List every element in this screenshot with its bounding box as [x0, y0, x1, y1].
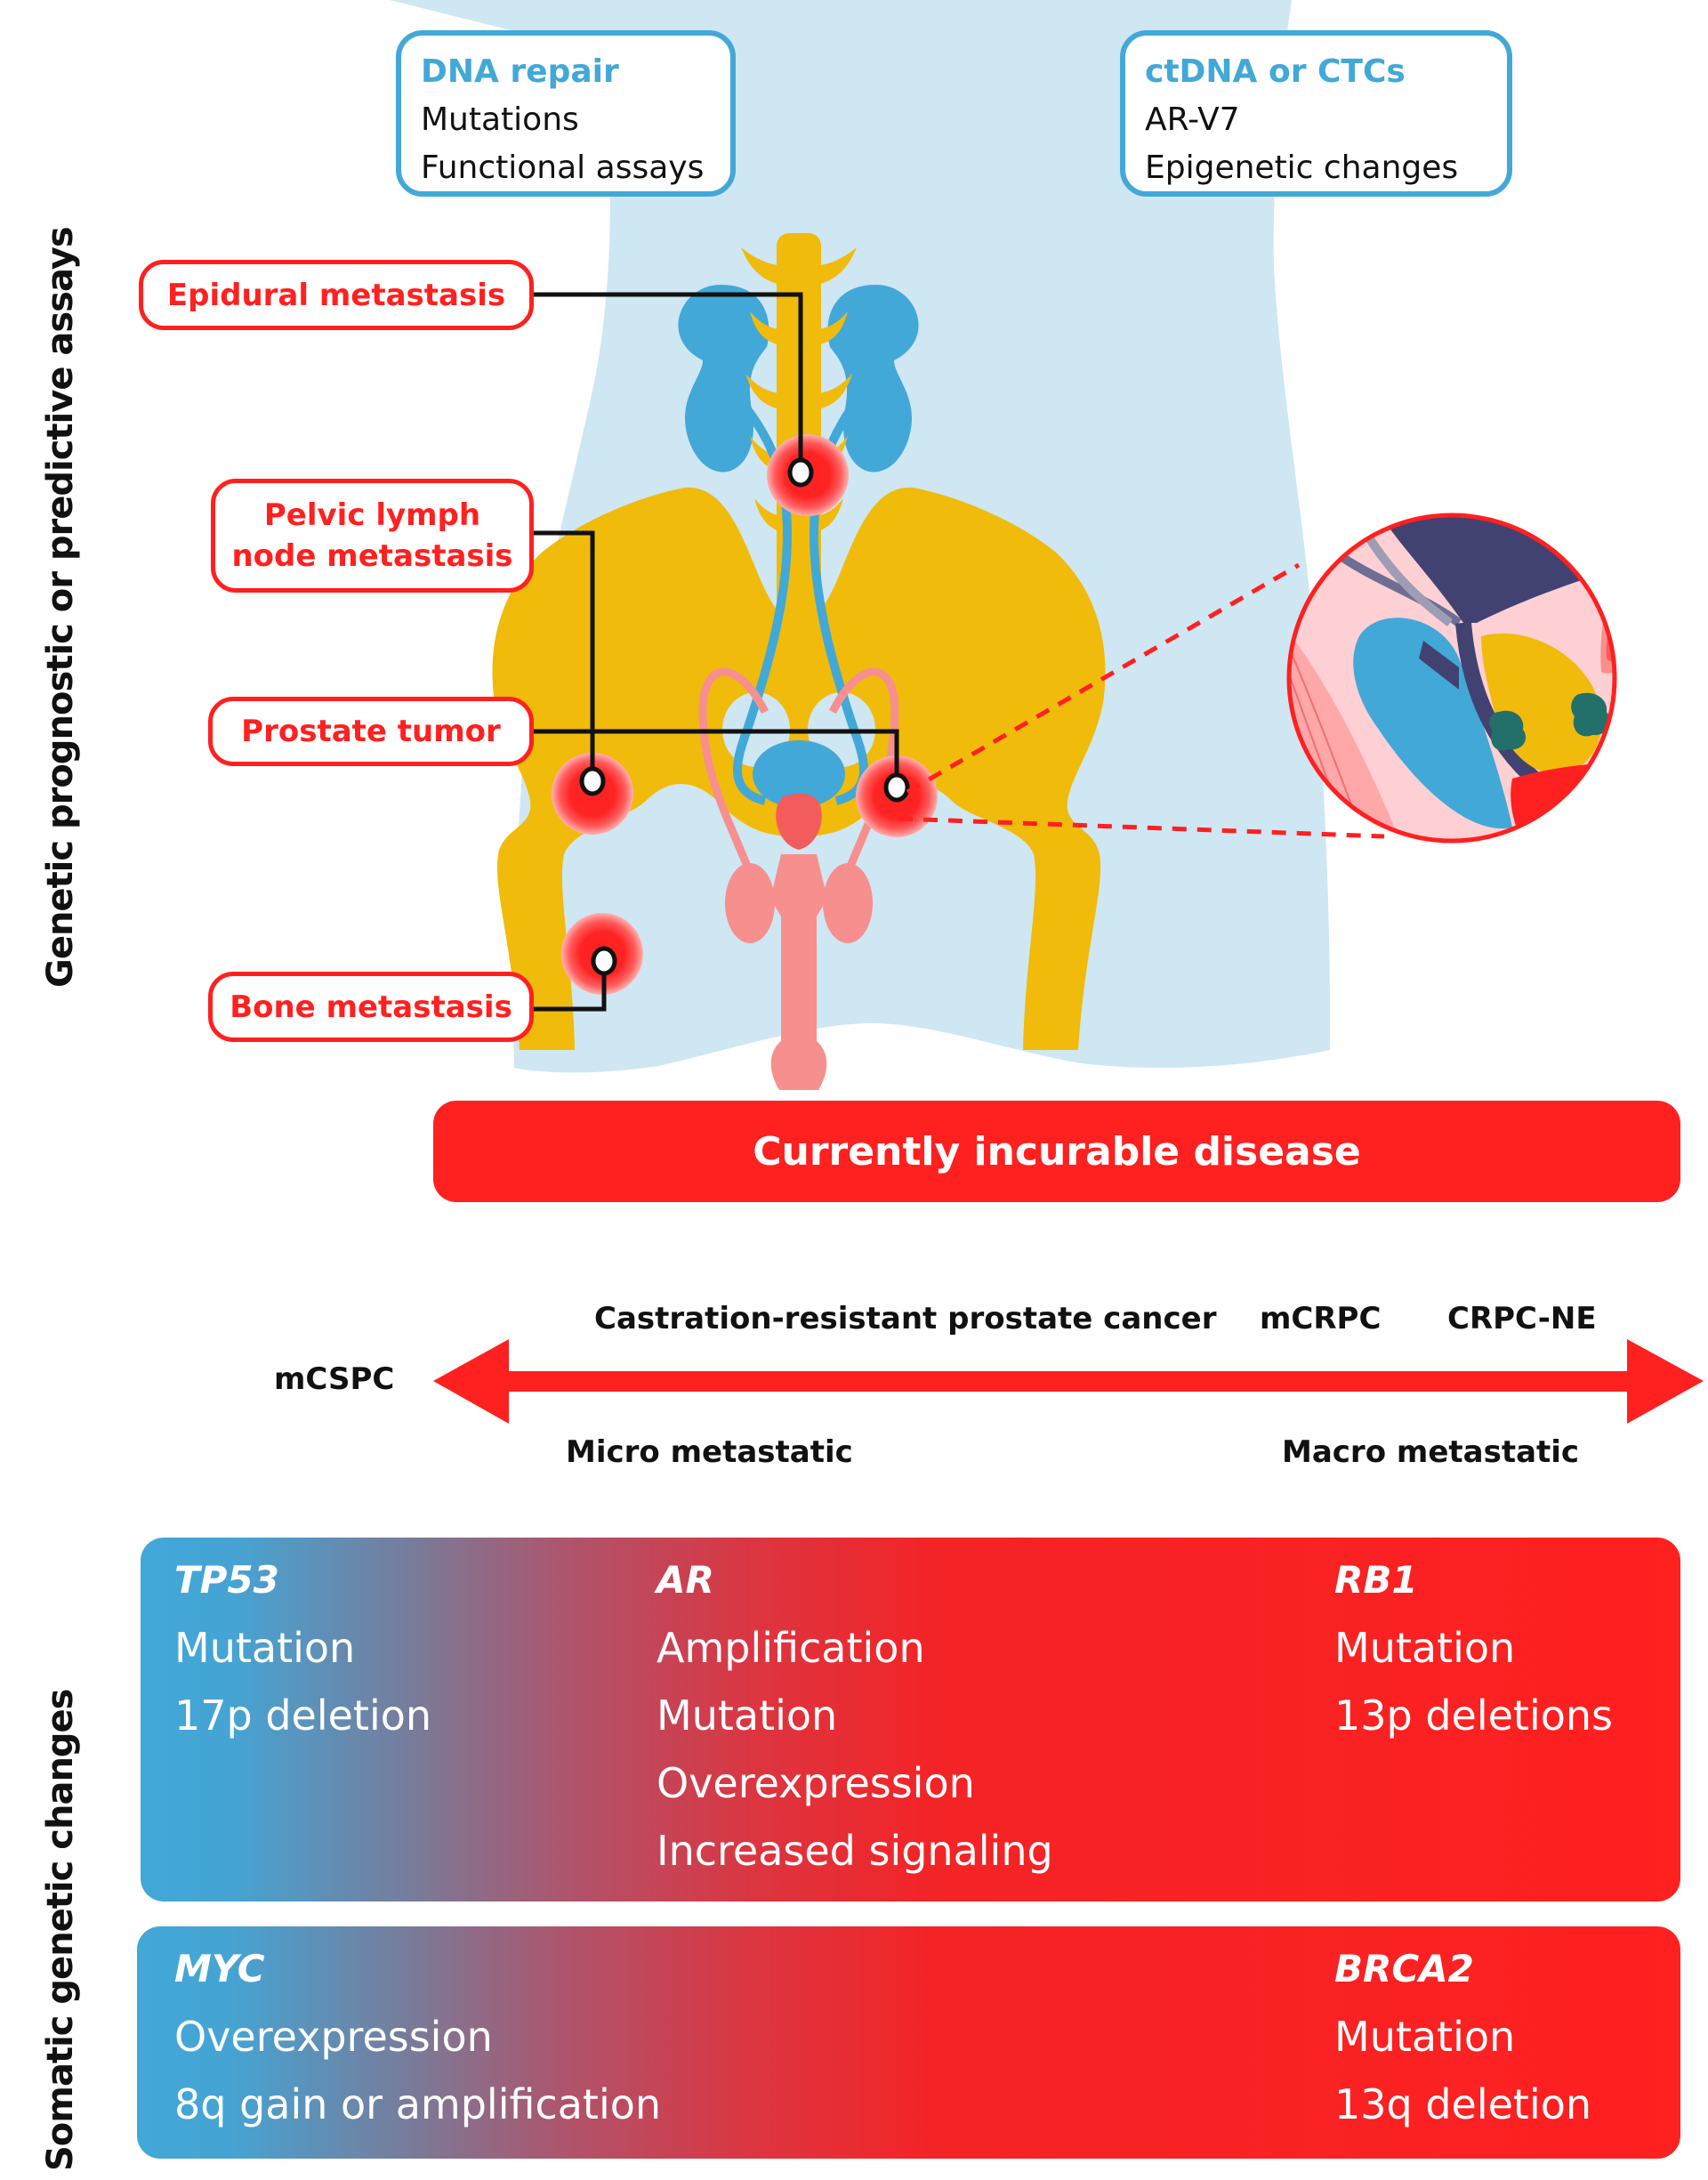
magnify-guide-lines [898, 562, 1385, 839]
gene-column-myc: MYC Overexpression 8q gain or amplificat… [174, 1935, 661, 2138]
stage-label-crpc-ne: CRPC-NE [1447, 1301, 1597, 1336]
gene-name: TP53 [174, 1558, 279, 1602]
gene-name: AR [657, 1558, 714, 1602]
gene-name: BRCA2 [1334, 1947, 1474, 1990]
stage-label-micro: Micro metastatic [566, 1434, 853, 1470]
site-label-bone: Bone metastasis [208, 972, 534, 1042]
vas-deferens-icon [698, 667, 899, 892]
gene-change: Overexpression [174, 2013, 493, 2061]
assay-line: AR-V7 [1145, 101, 1240, 138]
site-label-text: Prostate tumor [241, 714, 501, 749]
penis-icon [770, 854, 827, 1090]
prostate-icon [776, 794, 822, 850]
disease-progression-arrow [433, 1339, 1704, 1424]
gene-change: Mutation [174, 1624, 356, 1672]
site-label-text-line1: Pelvic lymph [263, 497, 481, 533]
stage-label-mcrpc: mCRPC [1260, 1301, 1382, 1336]
gene-change: 17p deletion [174, 1692, 432, 1740]
assay-line: Functional assays [421, 149, 705, 186]
gene-change: Mutation [1334, 1624, 1516, 1672]
gene-change: 8q gain or amplification [174, 2080, 662, 2128]
site-label-epidural: Epidural metastasis [139, 260, 534, 330]
site-label-text-line2: node metastasis [231, 538, 513, 574]
right-testis-icon [823, 863, 873, 943]
site-label-prostate-tumor: Prostate tumor [208, 697, 534, 766]
gene-change: Mutation [1334, 2013, 1516, 2061]
site-label-text: Epidural metastasis [166, 277, 506, 313]
gene-name: MYC [174, 1947, 265, 1990]
bladder-icon [753, 740, 845, 808]
site-label-text: Bone metastasis [230, 989, 512, 1025]
left-kidney-icon [678, 285, 769, 472]
connector-dots [579, 457, 910, 976]
side-label-assays: Genetic prognostic or predictive assays [40, 227, 81, 988]
gene-name: RB1 [1334, 1558, 1418, 1602]
gene-change: 13q deletion [1334, 2080, 1592, 2128]
assay-line: Mutations [421, 101, 579, 138]
banner-text: Currently incurable disease [753, 1128, 1361, 1175]
connector-lines [534, 292, 899, 1012]
genetic-changes-panel-2: MYC Overexpression 8q gain or amplificat… [137, 1926, 1680, 2159]
stage-label-macro: Macro metastatic [1282, 1434, 1580, 1470]
assay-box-ctdna: ctDNA or CTCs AR-V7 Epigenetic changes [1120, 30, 1512, 197]
magnified-prostate-detail [1289, 515, 1615, 841]
assay-line: Epigenetic changes [1145, 149, 1459, 186]
gene-change: Mutation [657, 1692, 838, 1740]
right-kidney-icon [827, 285, 919, 472]
gene-change: 13p deletions [1334, 1692, 1614, 1740]
gene-column-ar: AR Amplification Mutation Overexpression… [657, 1546, 1053, 1885]
incurable-disease-banner: Currently incurable disease [433, 1101, 1680, 1202]
gene-column-brca2: BRCA2 Mutation 13q deletion [1334, 1935, 1591, 2138]
assay-box-dna-repair: DNA repair Mutations Functional assays [396, 30, 736, 197]
stage-label-mcspc: mCSPC [274, 1361, 395, 1397]
left-testis-icon [725, 863, 775, 943]
gene-change: Amplification [657, 1624, 925, 1672]
assay-title: ctDNA or CTCs [1145, 53, 1406, 90]
gene-change: Overexpression [657, 1759, 975, 1807]
gene-column-rb1: RB1 Mutation 13p deletions [1334, 1546, 1613, 1749]
side-label-somatic: Somatic genetic changes [40, 1689, 81, 2172]
gene-column-tp53: TP53 Mutation 17p deletion [174, 1546, 431, 1749]
genetic-changes-panel-1: TP53 Mutation 17p deletion AR Amplificat… [141, 1538, 1680, 1901]
stage-label-crpc: Castration-resistant prostate cancer [594, 1301, 1217, 1336]
site-label-pelvic-lymph-node: Pelvic lymph node metastasis [211, 479, 534, 593]
assay-title: DNA repair [421, 53, 619, 90]
gene-change: Increased signaling [657, 1827, 1053, 1875]
